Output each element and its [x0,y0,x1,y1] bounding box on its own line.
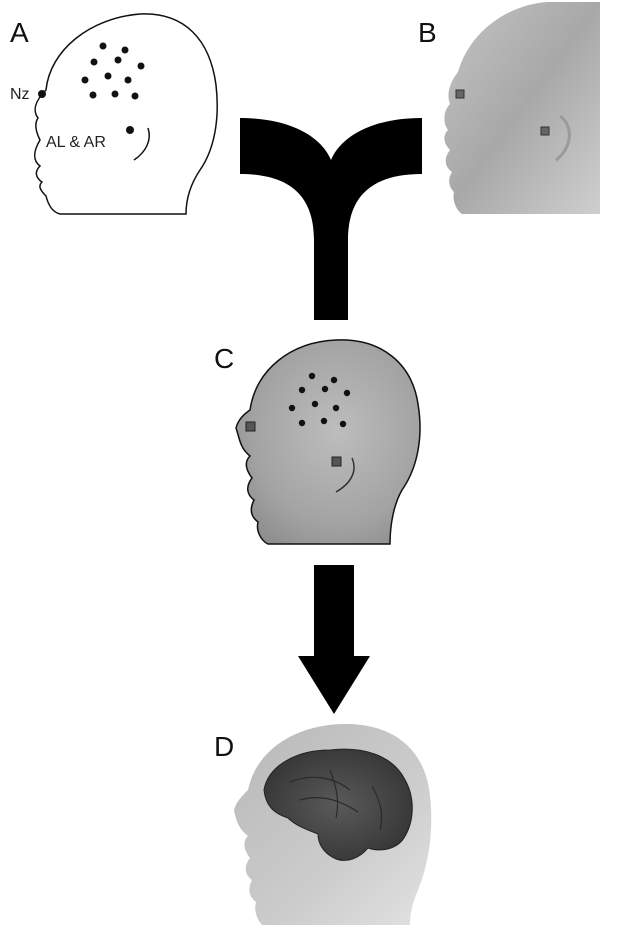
panel-a: A Nz AL & AR [10,14,217,214]
electrode-dot [100,43,107,50]
panel-c-head-shape [236,340,420,544]
electrode-dot [289,405,295,411]
electrode-dot [138,63,145,70]
ear-label: AL & AR [46,134,106,151]
panel-a-head-outline [35,14,217,214]
electrode-dot [105,73,112,80]
y-merge-arrow [240,118,422,320]
electrode-dot [82,77,89,84]
panel-c: C [214,340,420,544]
panel-b-nasion-marker [456,90,464,98]
electrode-dot [333,405,339,411]
electrode-dot [132,93,139,100]
panel-c-label: C [214,343,234,374]
electrode-dot [312,401,318,407]
electrode-dot [340,421,346,427]
electrode-dot [122,47,129,54]
nasion-label: Nz [10,86,30,103]
panel-c-ear-marker [332,457,341,466]
panel-c-nasion-marker [246,422,255,431]
panel-d-label: D [214,731,234,762]
down-arrow [298,565,370,714]
panel-b-head-shape [444,2,600,214]
electrode-dot [322,386,328,392]
panel-d: D [214,724,431,925]
electrode-dot [331,377,337,383]
electrode-dot [321,418,327,424]
panel-b: B [418,2,600,214]
nasion-fiducial-dot [38,90,46,98]
electrode-dot [309,373,315,379]
panel-b-ear-marker [541,127,549,135]
electrode-dot [112,91,119,98]
ear-fiducial-dot [126,126,134,134]
electrode-dot [125,77,132,84]
panel-b-label: B [418,17,437,48]
electrode-dot [91,59,98,66]
panel-a-label: A [10,17,29,48]
electrode-dot [299,387,305,393]
electrode-dot [344,390,350,396]
electrode-dot [115,57,122,64]
electrode-dot [299,420,305,426]
electrode-dot [90,92,97,99]
